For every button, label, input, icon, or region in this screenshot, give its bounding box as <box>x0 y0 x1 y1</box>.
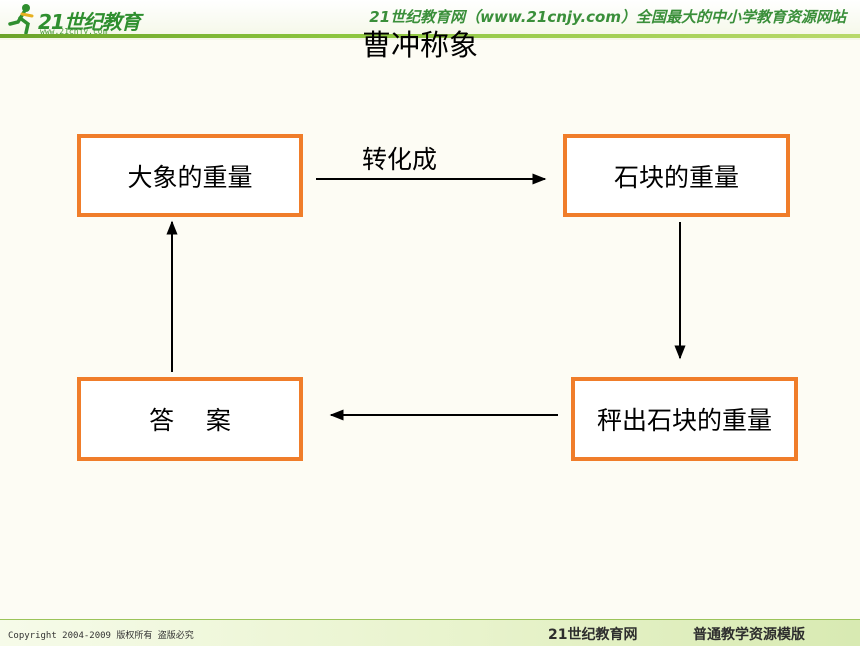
node-weigh-stones: 秤出石块的重量 <box>571 377 798 461</box>
edge-label-transform: 转化成 <box>362 145 438 174</box>
node-elephant-weight: 大象的重量 <box>77 134 303 217</box>
site-logo[interactable]: 21世纪教育 www.21cnjy.com <box>6 2 156 36</box>
site-slogan[interactable]: 21世纪教育网（www.21cnjy.com）全国最大的中小学教育资源网站 <box>369 8 846 26</box>
node-stone-weight: 石块的重量 <box>563 134 790 217</box>
header-bar: 21世纪教育 www.21cnjy.com 21世纪教育网（www.21cnjy… <box>0 0 860 40</box>
footer-template-label: 普通教学资源模版 <box>693 627 805 643</box>
logo-url: www.21cnjy.com <box>40 27 108 36</box>
copyright-text: Copyright 2004-2009 版权所有 盗版必究 <box>8 631 194 641</box>
header-divider <box>0 34 860 38</box>
logo-text: 21世纪教育 <box>38 10 141 34</box>
footer-brand[interactable]: 21世纪教育网 <box>548 627 638 643</box>
node-answer: 答 案 <box>77 377 303 461</box>
page-title: 曹冲称象 <box>361 28 478 62</box>
runner-logo-icon <box>8 4 34 35</box>
footer-bar: Copyright 2004-2009 版权所有 盗版必究 21世纪教育网 普通… <box>0 619 860 646</box>
